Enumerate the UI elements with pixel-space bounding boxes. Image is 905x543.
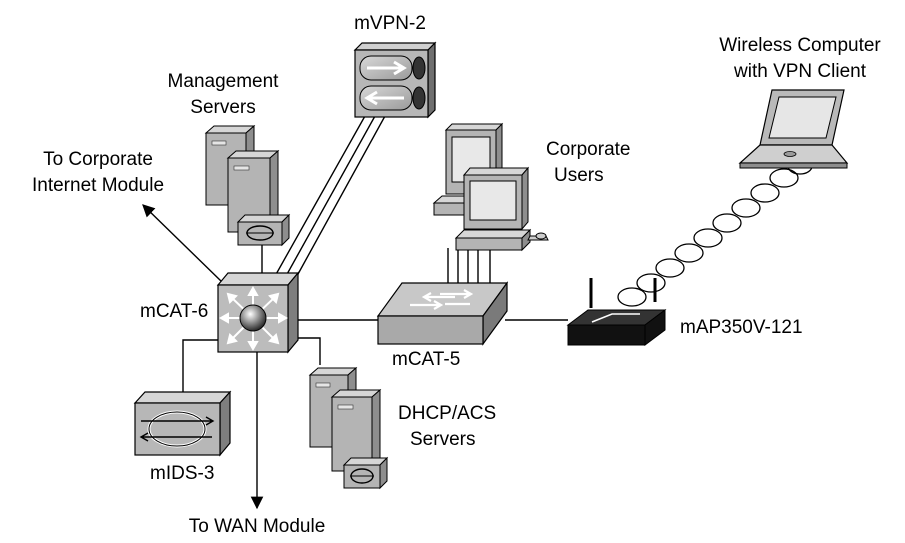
mcat5-label: mCAT-5 (392, 349, 461, 370)
link-mcat6-mvpn-b (280, 115, 376, 286)
corporate-internet-label-line2: Internet Module (31, 175, 165, 196)
corporate-users-label-line1: Corporate (546, 139, 631, 160)
corporate-internet-label-line1: To Corporate (43, 149, 153, 170)
management-servers-icon (204, 124, 291, 247)
access-point-icon (566, 278, 667, 346)
corporate-users-label-line2: Users (554, 165, 604, 186)
mvpn-device-icon (353, 41, 437, 119)
mcat6-label: mCAT-6 (140, 301, 209, 322)
mids-label: mIDS-3 (150, 463, 215, 484)
link-mcat6-mvpn-c (291, 115, 386, 286)
link-mcat6-mvpn-a (269, 115, 366, 286)
dhcp-acs-label-line1: DHCP/ACS (398, 403, 497, 424)
corporate-users-icon (432, 122, 549, 252)
wireless-computer-label-line1: Wireless Computer (719, 35, 881, 56)
dhcp-acs-label-line2: Servers (410, 429, 476, 450)
link-mcat6-mids (182, 339, 218, 393)
mcat5-switch-icon (376, 281, 509, 346)
dhcp-acs-servers-icon (308, 366, 389, 490)
laptop-icon (738, 89, 849, 169)
management-servers-label-line1: Management (167, 71, 279, 92)
arrow-corporate-internet (142, 204, 223, 283)
connections (182, 115, 568, 393)
mids-device-icon (133, 390, 232, 457)
mcat6-switch-icon (216, 271, 300, 354)
link-mcat6-dhcp (288, 337, 321, 365)
wireless-link-icon (617, 157, 813, 307)
ap-label: mAP350V-121 (680, 317, 803, 338)
management-servers-label-line2: Servers (190, 97, 256, 118)
mvpn-label: mVPN-2 (354, 13, 426, 34)
wan-module-label: To WAN Module (188, 516, 326, 537)
wireless-computer-label-line2: with VPN Client (734, 61, 866, 82)
